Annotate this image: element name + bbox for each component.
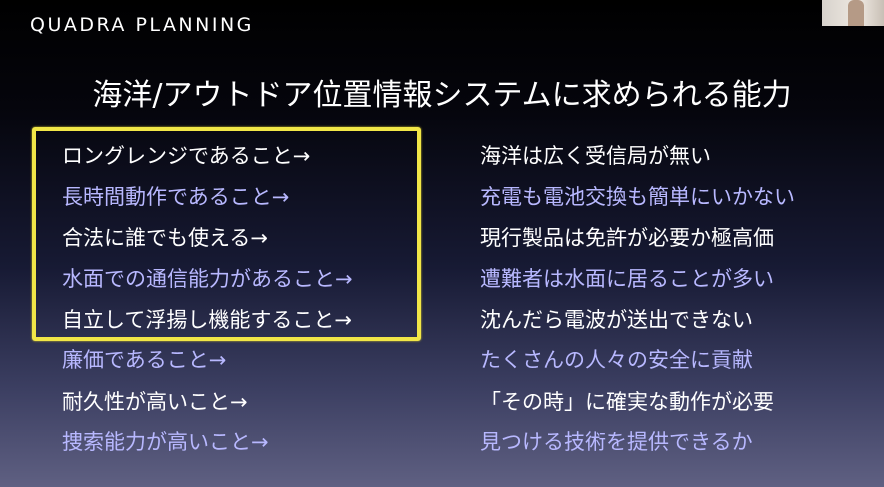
reason-item: 充電も電池交換も簡単にいかない [480, 185, 795, 209]
requirement-item: 合法に誰でも使える→ [62, 226, 268, 250]
reason-item: 海洋は広く受信局が無い [480, 144, 711, 168]
requirement-item: 長時間動作であること→ [62, 185, 290, 209]
reason-item: たくさんの人々の安全に貢献 [480, 348, 753, 372]
requirement-item: 水面での通信能力があること→ [62, 267, 353, 291]
presenter-image [848, 0, 864, 26]
reason-item: 現行製品は免許が必要か極高価 [480, 226, 774, 250]
webcam-thumbnail [822, 0, 884, 26]
reason-item: 「その時」に確実な動作が必要 [480, 390, 774, 414]
requirement-item: 捜索能力が高いこと→ [62, 430, 269, 454]
reason-item: 見つける技術を提供できるか [480, 430, 753, 454]
reason-item: 遭難者は水面に居ることが多い [480, 267, 774, 291]
requirement-item: 廉価であること→ [62, 348, 227, 372]
brand-logo: QUADRA PLANNING [30, 14, 254, 36]
highlight-box [32, 127, 421, 341]
requirement-item: ロングレンジであること→ [62, 144, 311, 168]
slide-title: 海洋/アウトドア位置情報システムに求められる能力 [92, 78, 792, 113]
requirement-item: 耐久性が高いこと→ [62, 390, 248, 414]
requirement-item: 自立して浮揚し機能すること→ [62, 308, 352, 332]
reason-item: 沈んだら電波が送出できない [480, 308, 753, 332]
